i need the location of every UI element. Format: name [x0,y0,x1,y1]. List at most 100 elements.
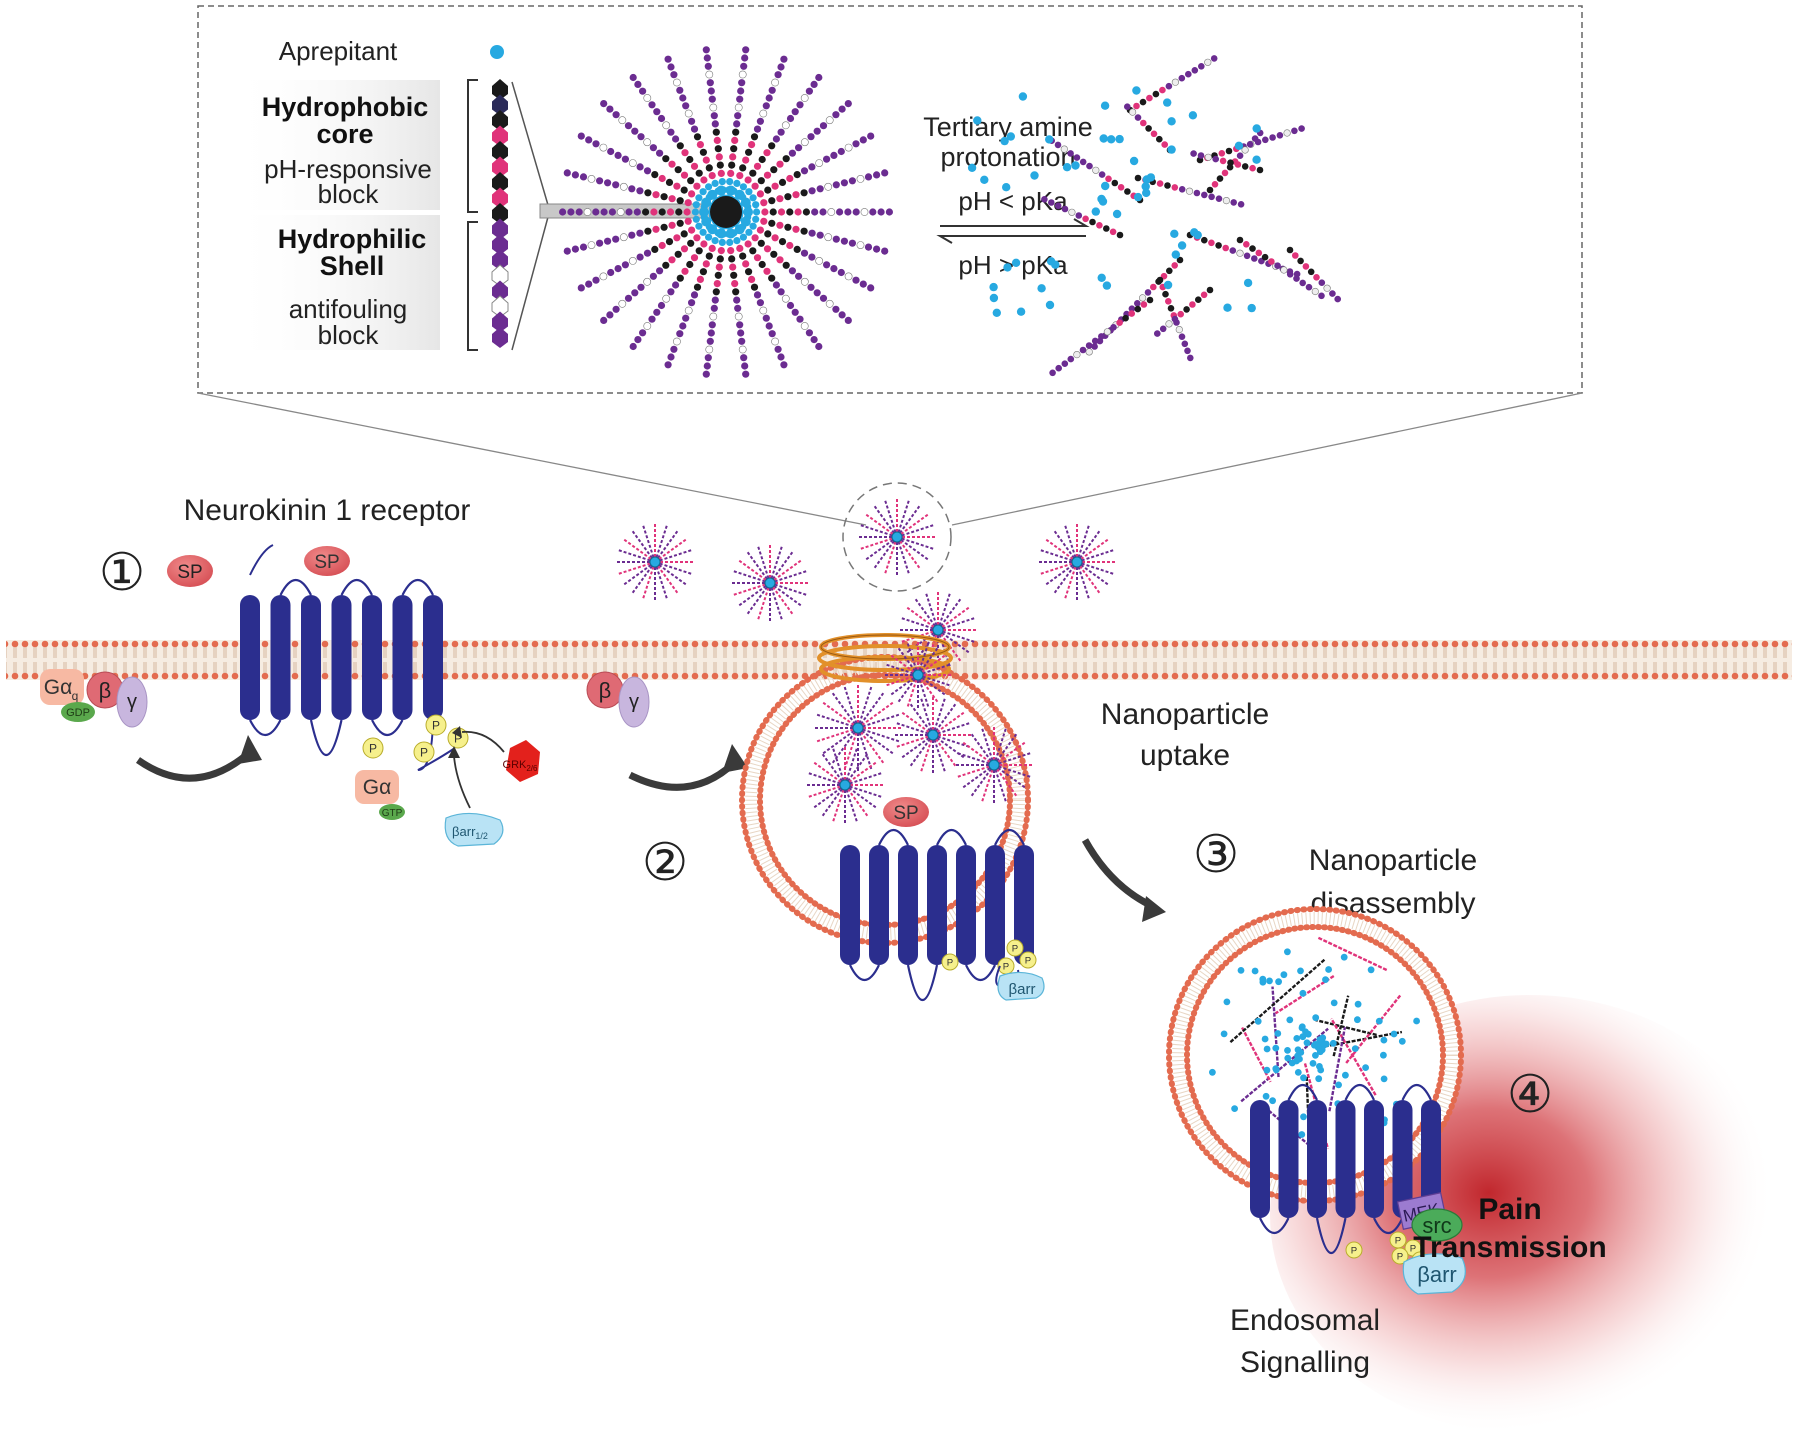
released-aprepitant [1367,966,1375,974]
np-arm [889,654,919,676]
chain-bead [643,322,652,330]
np-arm [917,674,930,708]
chain-bead [751,182,759,190]
np-core [988,759,1000,771]
chain-bead [784,193,792,201]
chain-bead [1243,252,1251,260]
free-chain [1229,957,1327,1044]
chain-bead [1055,364,1062,372]
chain-bead [1134,114,1142,121]
chain-bead [1164,182,1171,189]
clathrin-ring-2 [817,644,953,672]
chain-bead [716,161,724,169]
chain-bead [1140,119,1147,127]
chain-bead [1313,274,1320,281]
chain-bead [1222,244,1229,252]
np-arm [906,642,919,676]
chain-bead [693,133,702,141]
chain-bead [750,283,759,291]
chain-bead [1079,158,1087,166]
nanoparticle [1037,522,1117,602]
np-arm [1076,548,1116,563]
released-aprepitant [1312,1041,1319,1048]
chain-bead [837,147,845,156]
chain-bead [592,140,600,148]
free-chain [1259,1102,1310,1146]
released-drug [1234,141,1244,150]
chain-bead [668,256,676,264]
chain-bead [673,182,681,190]
micelle-arm [736,208,894,216]
chain-bead [782,261,790,269]
chain-bead [596,177,604,185]
np-arm [896,536,930,562]
chain-bead [571,245,580,253]
chain-bead [810,80,818,88]
chain-bead [636,253,644,261]
chain-bead [676,197,684,205]
np-arm [820,752,846,786]
aprepitant-dot [490,45,504,59]
released-drug [1097,273,1106,282]
chain-bead [690,291,699,299]
endosomal-line2: Signalling [1240,1346,1370,1379]
released-aprepitant [1303,1039,1311,1047]
core-legend-bg [230,80,440,210]
chain-bead [612,235,620,243]
free-chain [1328,1026,1347,1112]
g-alpha-q-label: Gα [44,676,72,699]
chain-bead [577,132,585,140]
chain-bead [1291,127,1298,135]
np-arm [906,606,939,631]
chain-bead [692,201,700,209]
chain-bead [621,261,630,269]
chain-bead [734,103,743,112]
chain-bead [800,277,809,286]
micelle-arm [664,221,725,369]
released-drug [1097,194,1106,204]
released-aprepitant [1298,1024,1306,1032]
released-aprepitant [1316,1063,1323,1070]
chain-bead [731,280,739,288]
chain-bead [639,87,647,95]
chain-bead [1054,202,1062,210]
chain-bead [575,208,583,216]
np-arm [896,498,911,538]
chain-bead [1082,215,1089,223]
np-arm [883,498,898,538]
forward-arrow [940,218,1090,227]
released-aprepitant [1298,1131,1306,1138]
released-aprepitant [1272,1065,1280,1073]
np-arm [844,784,859,824]
chain-bead [607,268,615,277]
chain-bead [672,281,680,289]
released-drug [1141,182,1150,191]
chain-bead [682,314,690,322]
gdp-label: GDP [66,707,90,719]
np-arm [896,536,922,570]
chain-bead [643,167,652,175]
chain-bead [699,188,707,196]
chain-bead [1274,262,1281,270]
chain-bead [815,256,824,265]
released-drug [1142,188,1151,198]
chain-bead [765,94,773,102]
np-arm [769,550,795,584]
chain-bead [1286,271,1294,278]
chain-bead [1181,340,1189,348]
np-arm [844,784,878,810]
chain-bead [763,171,772,179]
np-arm [745,550,771,584]
chain-bead [600,208,608,216]
chain-bead [1165,298,1172,305]
np-arm [1063,523,1078,563]
chain-bead [691,208,700,216]
chain-bead [778,238,787,246]
g-protein-heterotrimer: Gα q GDP β γ [40,669,148,728]
np-core [649,556,661,568]
beta-arrestin-endosome-shape [1402,1253,1466,1295]
released-aprepitant [1362,1064,1369,1071]
chain-bead [763,267,771,275]
phosphate [413,741,435,763]
released-aprepitant [1284,948,1291,956]
